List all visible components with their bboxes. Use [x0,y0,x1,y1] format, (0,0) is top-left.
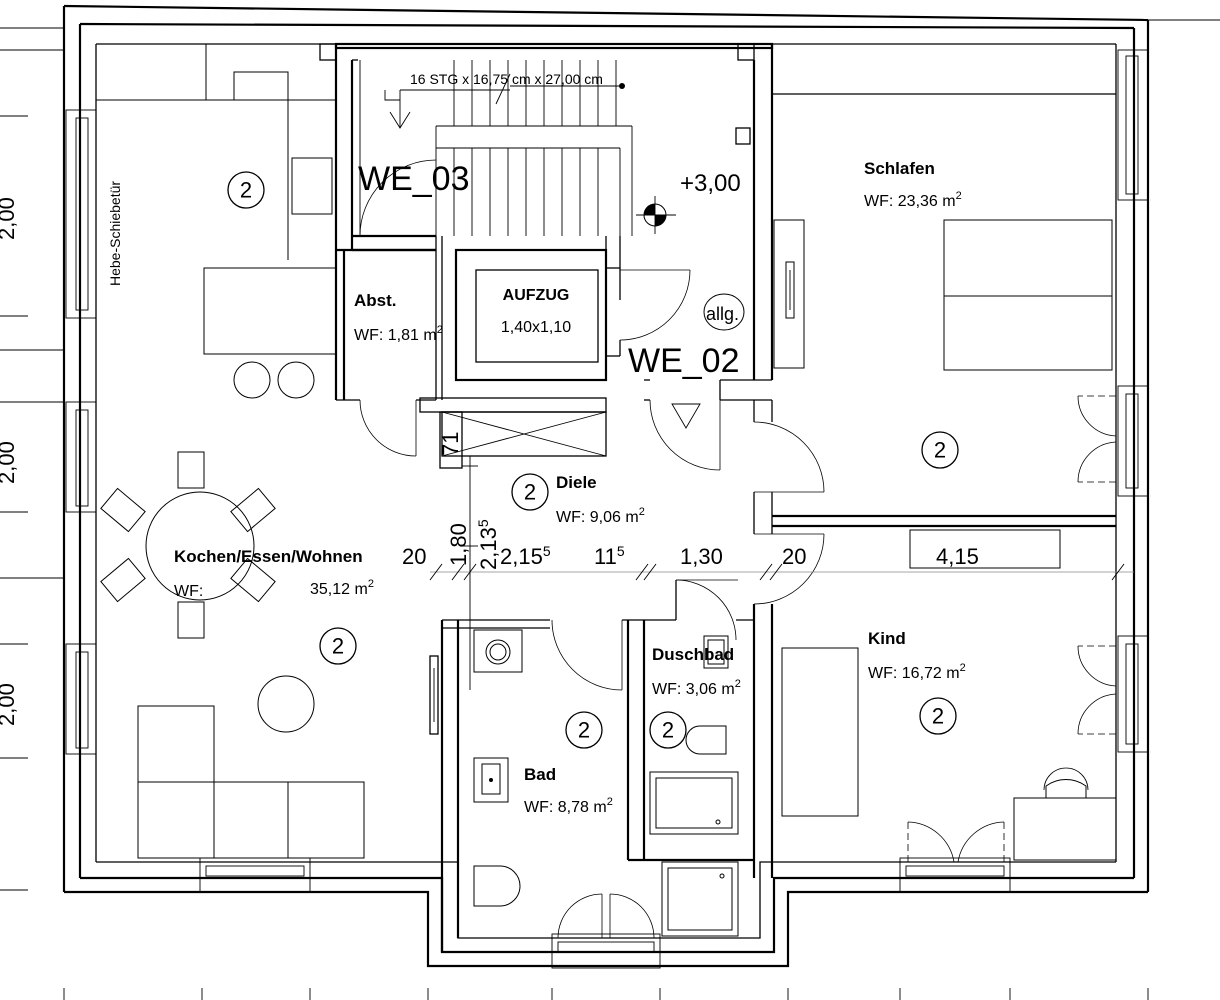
dim-2155: 2,155 [500,543,551,569]
room-area-duschbad: WF: 3,06 m2 [652,678,741,698]
kitchen-furniture [96,43,365,859]
room-area-kochen: 35,12 m2 [310,578,374,598]
room-bubble-duschbad: 2 [649,711,687,749]
elevator-size: 1,40x1,10 [501,319,571,336]
dimension-lines [0,27,1149,1000]
room-name-bad: Bad [524,765,556,784]
elevator-title: AUFZUG [503,287,570,304]
room-bubble-kind: 2 [919,697,957,735]
room-area-kochen-lead: WF: [174,583,203,600]
level-mark [636,196,676,234]
kind-furniture [781,529,1117,863]
bad-fixtures [473,629,655,939]
dim-20-left: 20 [402,544,426,569]
room-name-diele: Diele [556,473,597,492]
svg-text:2: 2 [240,178,252,203]
hebe-label: Hebe-Schiebetür [107,181,123,286]
left-dim-c: 2,00 [0,683,19,726]
dim-71: 71 [438,432,463,456]
dim-115: 115 [594,543,625,569]
left-dim-a: 2,00 [0,197,19,240]
abst-room [336,248,436,457]
left-dim-b: 2,00 [0,441,19,484]
svg-text:2: 2 [662,718,674,743]
svg-text:2: 2 [524,480,536,505]
diele-area [419,379,825,605]
room-bubble-schlafen: 2 [921,431,959,469]
room-area-bad: WF: 8,78 m2 [524,796,613,816]
elevator [454,248,691,382]
room-name-kochen: Kochen/Essen/Wohnen [174,547,363,566]
unit-label-we03: WE_03 [358,160,470,198]
svg-text:2: 2 [332,634,344,659]
unit-label-we02: WE_02 [628,342,740,380]
room-area-abst: WF: 1,81 m2 [354,324,443,344]
room-area-kind: WF: 16,72 m2 [868,662,966,682]
room-name-abst: Abst. [354,291,397,310]
dim-415: 4,15 [936,544,979,569]
room-bubble-kochen: 2 [319,627,357,665]
room-name-kind: Kind [868,629,906,648]
schlafen-furniture [773,219,1117,483]
room-bubble-kitchen-top: 2 [227,171,265,209]
duschbad-fixtures [649,635,739,937]
outer-walls [62,4,1220,968]
dim-20-right: 20 [782,544,806,569]
stairs-note: 16 STG x 16,75 cm x 27,00 cm [410,71,603,87]
level-label: +3,00 [680,170,741,197]
svg-text:2: 2 [578,718,590,743]
room-bubble-diele: 2 [511,473,549,511]
allg-marker [703,293,745,331]
dim-2135: 2,135 [475,519,501,570]
bath-walls [429,579,754,952]
room-bubble-bad: 2 [565,711,603,749]
room-name-schlafen: Schlafen [864,159,935,178]
dim-180: 1,80 [446,523,471,566]
dim-130: 1,30 [680,544,723,569]
interior-walls-right [752,93,1116,878]
allg-label: allg. [706,304,739,324]
room-name-duschbad: Duschbad [652,645,734,664]
svg-text:2: 2 [934,438,946,463]
svg-text:2: 2 [932,704,944,729]
room-area-diele: WF: 9,06 m2 [556,506,645,526]
windows [65,49,1149,969]
room-area-schlafen: WF: 23,36 m2 [864,190,962,210]
